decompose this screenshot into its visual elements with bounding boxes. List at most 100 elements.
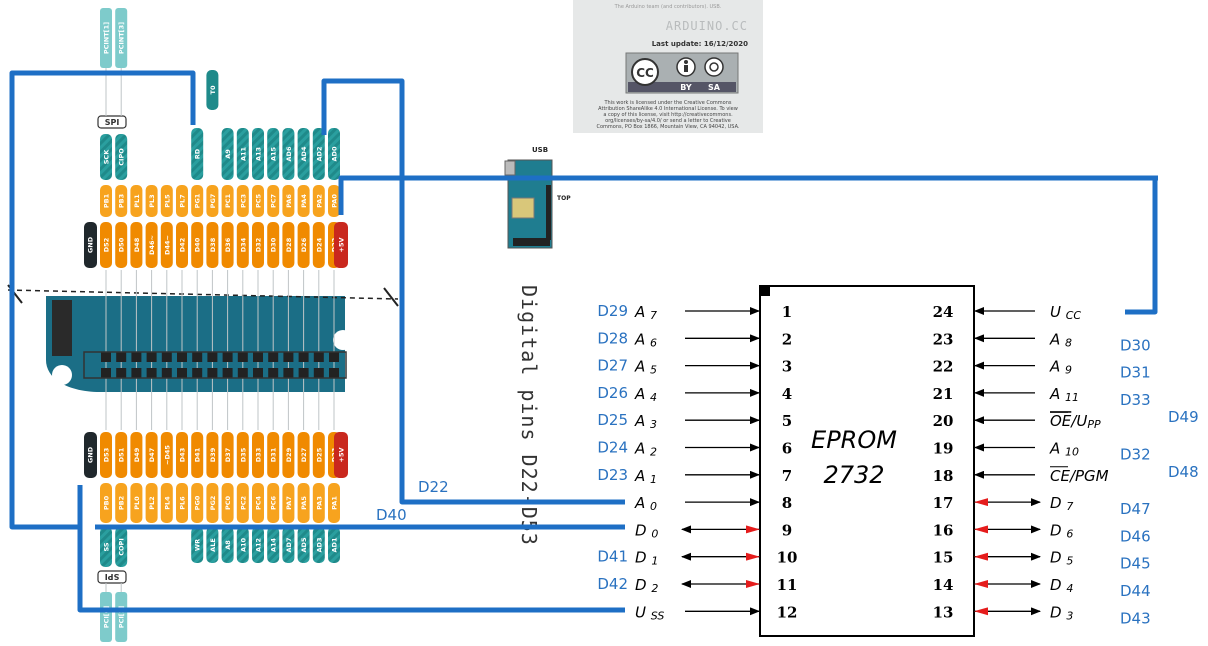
pin-number-right: 18 (933, 467, 954, 485)
addr-pin-top (312, 128, 325, 180)
header-pin (222, 368, 233, 378)
pin-signal-right: A 9 (1049, 358, 1072, 377)
digital-pin-top (312, 222, 325, 268)
port-label-bottom: PL2 (148, 496, 156, 509)
header-pin (283, 352, 294, 362)
addr-pin-top (328, 128, 340, 180)
addr-pin-top (267, 128, 280, 180)
header-pin (237, 352, 248, 362)
port-pin-bottom (252, 483, 264, 523)
gnd-pin-bottom (84, 432, 97, 478)
pin-number-left: 6 (782, 440, 792, 458)
header-pin (116, 352, 127, 362)
pin-signal-right: A 10 (1049, 440, 1079, 459)
header-pin (192, 352, 203, 362)
port-pin-bottom (160, 483, 173, 523)
pin-number-left: 2 (782, 330, 792, 348)
port-pin-top (221, 185, 234, 217)
digital-label-bottom: D31 (270, 447, 278, 462)
port-label-bottom: PL4 (163, 496, 171, 510)
pin-number-right: 17 (933, 494, 954, 512)
addr-pin-bottom (252, 527, 264, 563)
port-pin-bottom (115, 483, 128, 523)
header-pin (222, 352, 233, 362)
port-label-bottom: PA1 (331, 496, 339, 510)
rd-pin (191, 128, 204, 180)
addr-label-top: AD2 (315, 147, 323, 162)
addr-label-top: A11 (239, 146, 247, 161)
digital-label-top: D40 (194, 237, 202, 252)
arduino-pin-label-left: D29 (597, 302, 628, 320)
port-label-top: PL5 (163, 194, 171, 208)
pin-signal-left: A 0 (634, 494, 657, 513)
pin-number-right: 23 (933, 330, 954, 348)
arduino-pin-label-left: D27 (597, 357, 628, 375)
badge-by: BY (680, 83, 692, 92)
header-pin (177, 352, 187, 362)
header-pin (268, 352, 279, 362)
port-label-bottom: PG0 (194, 495, 202, 510)
license-text-line: Attribution ShareAlike 4.0 International… (598, 106, 738, 112)
digital-pin-top (221, 222, 234, 268)
pin-number-right: 22 (933, 358, 954, 376)
pin-signal-right: CE/PGM (1050, 467, 1109, 485)
port-pin-top (145, 185, 158, 217)
port-label-bottom: PG2 (209, 496, 217, 511)
spi-label-bottom: SPI (105, 572, 120, 581)
digital-label-top: D36 (224, 237, 232, 252)
digital-pin-bottom (252, 432, 264, 478)
port-label-bottom: PA7 (285, 496, 293, 510)
digital-pin-bottom (145, 432, 158, 478)
arduino-pin-label-left: D25 (597, 411, 628, 429)
port-label-top: PL7 (179, 194, 187, 207)
digital-label-top: D26 (300, 237, 308, 252)
digital-label-bottom: D53 (103, 448, 111, 462)
license-card: The Arduino team (and contributors). USB… (573, 0, 763, 133)
wire-gnd-bottom (77, 485, 625, 613)
pin-signal-right: D 3 (1050, 603, 1073, 622)
pcint-pin-top (115, 8, 128, 68)
header-pin (329, 352, 339, 362)
digital-label-bottom: D47 (148, 448, 156, 462)
badge-sa: SA (708, 83, 721, 92)
header-pin (146, 368, 157, 378)
pin-number-right: 21 (933, 385, 954, 403)
addr-pin-top (297, 128, 310, 180)
arduino-pin-label-left: D41 (597, 548, 628, 566)
arduino-pin-label-left: D24 (597, 439, 628, 457)
digital-pin-bottom (206, 432, 219, 478)
digital-label-top: D52 (103, 238, 111, 252)
digital-pin-top (160, 222, 173, 268)
port-label-top: PL3 (148, 194, 156, 207)
gnd-label-bottom: GND (87, 446, 95, 463)
wire-label-d22: D22 (418, 478, 449, 496)
pin-signal-right: D 5 (1050, 549, 1073, 568)
wire-label-d40: D40 (376, 506, 407, 524)
pin-signal-left: A 5 (634, 358, 657, 377)
header-pin (131, 352, 142, 362)
pcint-label-bottom: PCI[0] (103, 606, 111, 628)
port-pin-bottom (176, 483, 188, 523)
header-pin (298, 352, 309, 362)
addr-label-bottom: ALE (209, 538, 217, 552)
header-pin (268, 368, 279, 378)
header-pin (253, 368, 263, 378)
port-pin-top (267, 185, 280, 217)
wires (9, 70, 1158, 613)
digital-label-bottom: D51 (118, 447, 126, 462)
pin-number-right: 14 (933, 576, 954, 594)
port-pin-top (297, 185, 310, 217)
digital-label-bottom: D27 (300, 448, 308, 462)
pin-number-right: 19 (933, 440, 954, 458)
addr-pin-top (252, 128, 264, 180)
spi-pin-label-bottom: SS (103, 542, 111, 551)
addr-pin-bottom (328, 527, 340, 563)
port-label-top: PC5 (255, 193, 263, 208)
digital-pin-top (236, 222, 249, 268)
port-pin-top (130, 185, 143, 217)
port-pin-bottom (282, 483, 295, 523)
pin-number-right: 16 (933, 521, 954, 539)
t0-label: T0 (209, 85, 217, 94)
